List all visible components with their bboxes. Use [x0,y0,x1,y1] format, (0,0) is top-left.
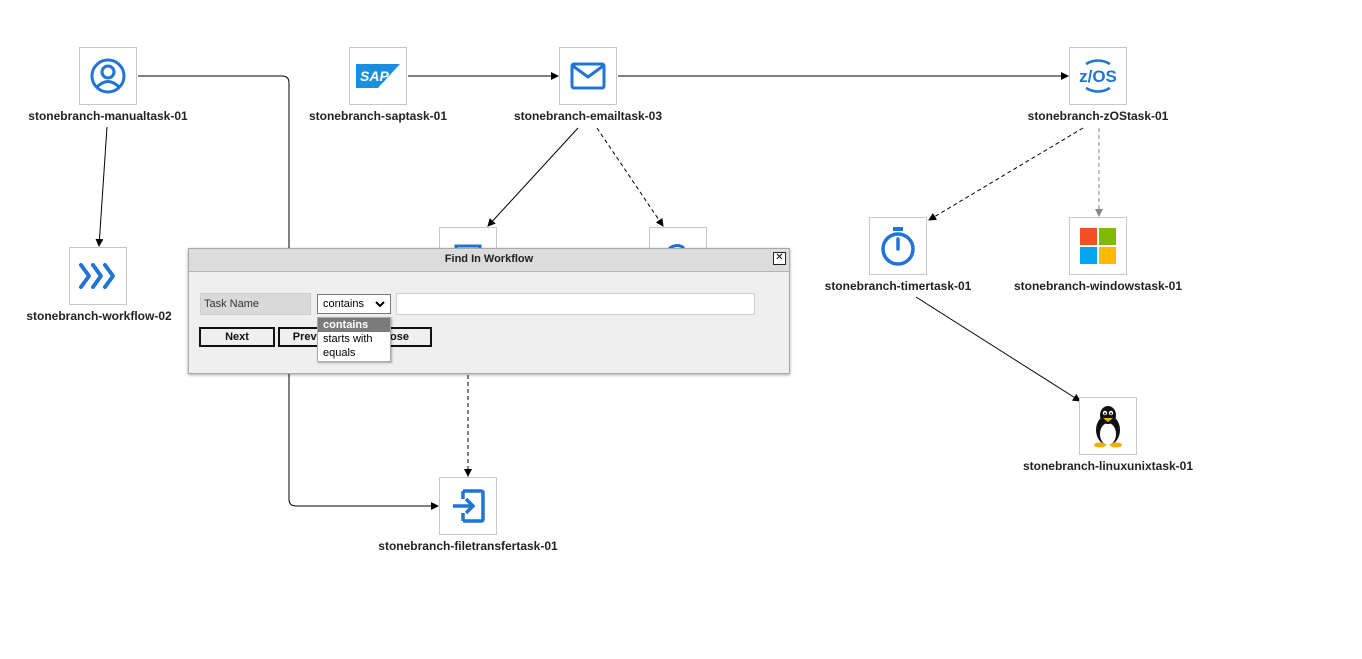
stopwatch-icon [881,227,915,266]
match-mode-value: contains [323,298,364,310]
file-transfer-login-icon [453,489,485,523]
dialog-title: Find In Workflow [444,253,534,265]
node-label-windowstask: stonebranch-windowstask-01 [1013,279,1183,293]
node-label-zostask: stonebranch-zOStask-01 [1027,109,1169,123]
option-contains[interactable]: contains [318,318,390,332]
envelope-icon [570,62,606,90]
windows-logo-icon [1080,228,1116,264]
tux-penguin-icon [1094,406,1122,448]
option-starts-with[interactable]: starts with [323,333,373,345]
node-linuxunixtask[interactable] [1079,397,1137,455]
search-input[interactable] [396,293,755,315]
connector-email-to-hidden-1[interactable] [487,127,579,227]
find-in-workflow-dialog: Find In Workflow ✕ Task Name contains Ne… [188,248,790,374]
connector-manual-to-workflow[interactable] [95,126,108,247]
zos-logo-icon: z/OS [1079,59,1117,93]
node-label-saptask: stonebranch-saptask-01 [308,109,448,123]
svg-text:SAP: SAP [360,68,389,84]
node-label-emailtask: stonebranch-emailtask-03 [513,109,663,123]
node-windowstask[interactable] [1069,217,1127,275]
node-zostask[interactable]: z/OS [1069,47,1127,105]
node-label-timertask: stonebranch-timertask-01 [824,279,972,293]
svg-text:z/OS: z/OS [1079,67,1117,86]
node-label-linuxunixtask: stonebranch-linuxunixtask-01 [1022,459,1194,473]
connector-zos-to-timer[interactable] [928,127,1084,221]
connector-email-to-hidden-2[interactable] [596,127,664,227]
node-workflow[interactable] [69,247,127,305]
match-mode-select[interactable]: contains [317,294,391,314]
chevron-down-icon [375,301,385,308]
close-x-icon[interactable]: ✕ [773,252,786,265]
workflow-chevrons-icon [79,263,115,289]
node-manualtask[interactable] [79,47,137,105]
node-filetransfertask[interactable] [439,477,497,535]
node-timertask[interactable] [869,217,927,275]
node-emailtask[interactable] [559,47,617,105]
node-saptask[interactable]: SAP [349,47,407,105]
task-name-label: Task Name [200,293,311,315]
match-mode-dropdown: contains starts with equals [317,317,391,362]
node-label-filetransfertask: stonebranch-filetransfertask-01 [378,539,558,553]
sap-logo-icon: SAP [356,64,400,88]
option-equals[interactable]: equals [323,347,356,359]
person-circle-icon [90,58,126,94]
node-label-workflow: stonebranch-workflow-02 [26,309,172,323]
next-button[interactable]: Next [199,327,275,347]
connector-timer-to-linux[interactable] [915,296,1081,402]
node-label-manualtask: stonebranch-manualtask-01 [28,109,188,123]
dialog-titlebar[interactable]: Find In Workflow ✕ [189,249,789,272]
